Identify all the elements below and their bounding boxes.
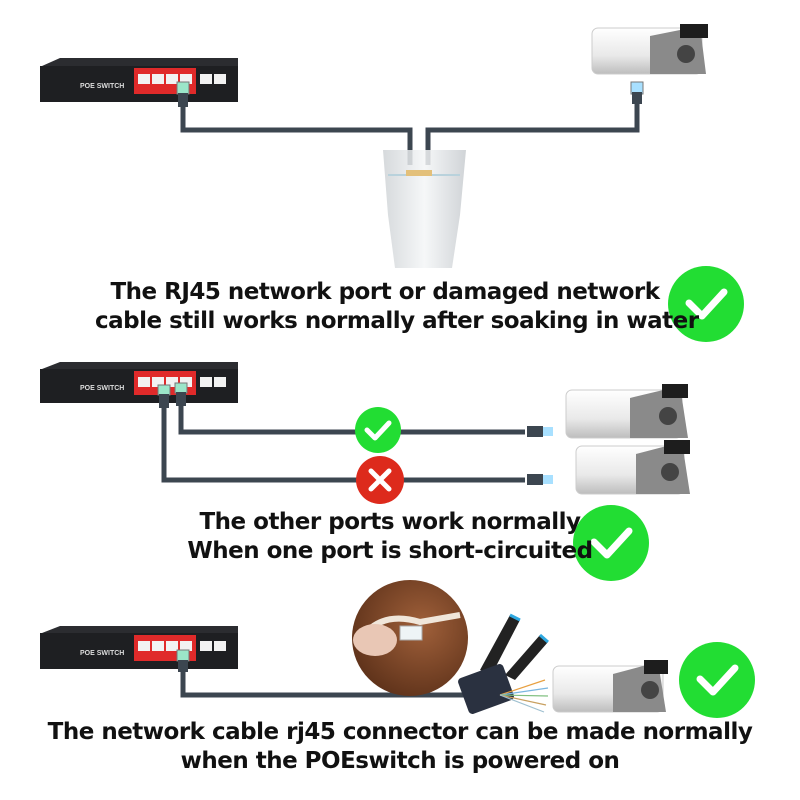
poe-switch: POE SWITCH xyxy=(40,626,238,669)
caption-line: when the POEswitch is powered on xyxy=(180,748,620,774)
ip-camera xyxy=(565,384,688,439)
check-circle-icon xyxy=(679,642,755,718)
ip-camera xyxy=(552,660,668,713)
ip-camera xyxy=(591,24,708,75)
switch-label: POE SWITCH xyxy=(80,385,124,392)
caption-water-test: The RJ45 network port or damaged network… xyxy=(95,278,699,336)
panel-water-test: POE SWITCH xyxy=(40,24,744,342)
cable xyxy=(425,100,640,165)
caption-line: The network cable rj45 connector can be … xyxy=(47,719,753,745)
caption-line: cable still works normally after soaking… xyxy=(95,308,699,334)
caption-hot-crimp-test: The network cable rj45 connector can be … xyxy=(40,718,760,776)
cable xyxy=(178,405,525,435)
check-circle-icon xyxy=(573,505,649,581)
cable xyxy=(161,405,525,483)
line-pass-icon xyxy=(355,407,401,453)
caption-line: The other ports work normally xyxy=(199,509,581,535)
cable-wires xyxy=(499,679,549,713)
water-glass xyxy=(383,150,466,268)
cable xyxy=(180,100,413,165)
panel-short-circuit-test: POE SWITCH xyxy=(40,362,690,581)
line-fail-icon xyxy=(356,456,404,504)
caption-line: The RJ45 network port or damaged network xyxy=(110,279,660,305)
switch-label: POE SWITCH xyxy=(80,650,124,657)
check-circle-icon xyxy=(668,266,744,342)
caption-short-circuit-test: The other ports work normally When one p… xyxy=(150,508,630,566)
ip-camera xyxy=(575,440,690,495)
cable xyxy=(180,668,500,698)
crimping-tool xyxy=(458,613,549,714)
poe-switch: POE SWITCH xyxy=(40,58,238,102)
crimping-photo xyxy=(352,580,468,696)
panel-hot-crimp-test: POE SWITCH xyxy=(40,580,755,718)
poe-switch: POE SWITCH xyxy=(40,362,238,403)
switch-label: POE SWITCH xyxy=(80,83,124,90)
caption-line: When one port is short-circuited xyxy=(187,538,593,564)
